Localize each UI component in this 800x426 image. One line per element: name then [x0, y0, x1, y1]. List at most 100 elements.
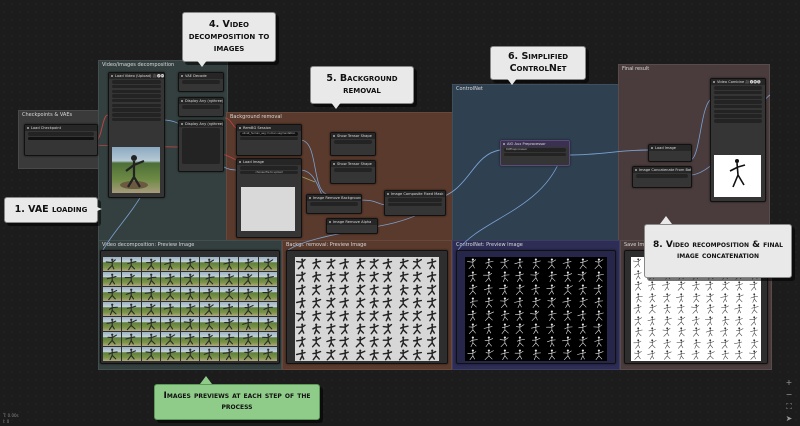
zoom-in-button[interactable]: + — [785, 378, 793, 387]
widget-row[interactable] — [112, 84, 161, 89]
node-video-combine[interactable]: Video Combine 🎥🅥🅗🅢 — [710, 78, 766, 202]
preview-tile — [631, 303, 645, 315]
node-preview-controlnet[interactable] — [456, 250, 616, 364]
preview-tile — [591, 335, 607, 348]
widget-row[interactable] — [714, 90, 762, 95]
widget-row[interactable] — [636, 174, 688, 178]
preview-grid-silhouettes — [295, 257, 439, 361]
preview-tile — [324, 322, 338, 335]
preview-tile — [497, 335, 513, 348]
widget-row[interactable] — [182, 80, 220, 84]
preview-tile — [689, 315, 703, 327]
preview-tile — [258, 272, 277, 286]
preview-tile — [161, 272, 180, 286]
zoom-out-button[interactable]: − — [785, 390, 793, 399]
widget-row[interactable] — [504, 152, 566, 157]
preview-tile — [122, 332, 141, 346]
preview-tile — [481, 296, 497, 309]
node-show-tensor-shape-1[interactable]: Show Tensor Shape — [330, 132, 376, 156]
node-display-any-1[interactable]: Display Any (rgthree) — [178, 97, 224, 117]
widget-row[interactable] — [112, 98, 161, 103]
preview-tile — [396, 296, 410, 309]
widget-row[interactable] — [714, 104, 762, 109]
group-title: Video/images decomposition — [102, 62, 175, 68]
node-preview-background[interactable] — [286, 250, 448, 364]
widget-row[interactable] — [112, 89, 161, 94]
preview-tile — [465, 283, 481, 296]
preview-tile — [200, 347, 219, 361]
callout-image-previews: Images previews at each step of the proc… — [154, 384, 320, 420]
node-load-checkpoint[interactable]: Load Checkpoint — [24, 124, 98, 156]
preview-tile — [747, 303, 761, 315]
node-image-remove-background[interactable]: Image Remove Background — [306, 194, 362, 214]
widget-row[interactable] — [240, 166, 298, 170]
widget-row[interactable] — [112, 108, 161, 112]
node-show-tensor-shape-2[interactable]: Show Tensor Shape — [330, 160, 376, 184]
fit-view-button[interactable]: ⛶ — [786, 402, 792, 411]
preview-tile — [338, 322, 352, 335]
widget-row[interactable]: DWPreprocessor — [504, 148, 566, 152]
node-vae-decode[interactable]: VAE Decode — [178, 72, 224, 92]
preview-tile — [353, 309, 367, 322]
node-aio-aux-preprocessor[interactable]: AIO Aux Preprocessor DWPreprocessor — [500, 140, 570, 166]
widget-row[interactable]: u2net_human_seg: human segmentation — [240, 132, 298, 136]
preview-tile — [122, 302, 141, 316]
node-rembg-session[interactable]: RemBG Session u2net_human_seg: human seg… — [236, 124, 302, 156]
preview-tile — [481, 257, 497, 270]
widget-row[interactable] — [388, 198, 442, 202]
widget-row[interactable] — [714, 119, 762, 123]
widget-row[interactable] — [112, 94, 161, 98]
preview-tile — [465, 322, 481, 335]
node-load-image[interactable]: Load Image choose file to upload — [236, 158, 302, 238]
node-load-video[interactable]: Load Video (Upload) 🎥🅥🅗🅢 — [108, 72, 165, 198]
preview-tile — [703, 315, 717, 327]
preview-tile — [425, 283, 439, 296]
preview-tile — [631, 349, 645, 361]
preview-tile — [381, 296, 395, 309]
preview-tile — [200, 272, 219, 286]
preview-tile — [367, 283, 381, 296]
arrow-icon[interactable]: ➤ — [785, 414, 793, 423]
node-display-any-2[interactable]: Display Any (rgthree) — [178, 120, 224, 172]
preview-tile — [512, 309, 528, 322]
group-title: ControlNet — [456, 86, 483, 92]
preview-tile — [353, 322, 367, 335]
preview-tile — [367, 335, 381, 348]
widget-row[interactable] — [714, 114, 762, 118]
preview-tile — [324, 348, 338, 361]
preview-tile — [353, 335, 367, 348]
widget-row[interactable] — [714, 95, 762, 100]
widget-row[interactable] — [112, 113, 161, 117]
preview-tile — [703, 338, 717, 350]
preview-tile — [338, 296, 352, 309]
node-load-image-final[interactable]: Load Image — [648, 144, 692, 162]
node-image-concatenate[interactable]: Image Concatenate From Batch — [632, 166, 692, 188]
preview-tile — [689, 338, 703, 350]
widget-row[interactable] — [714, 100, 762, 104]
node-image-composite[interactable]: Image Composite Fixed Mask Batch — [384, 190, 446, 216]
preview-tile — [660, 315, 674, 327]
widget-row[interactable] — [714, 109, 762, 114]
preview-tile — [465, 335, 481, 348]
widget-row[interactable] — [112, 80, 161, 84]
preview-tile — [497, 348, 513, 361]
node-image-remove-alpha[interactable]: Image Remove Alpha — [326, 218, 378, 234]
widget-row[interactable] — [112, 103, 161, 108]
preview-tile — [645, 349, 659, 361]
preview-tile — [544, 309, 560, 322]
preview-tile — [689, 280, 703, 292]
widget-row[interactable] — [714, 86, 762, 90]
widget-row[interactable] — [310, 202, 358, 206]
widget-row[interactable] — [112, 117, 161, 122]
choose-file-button[interactable]: choose file to upload — [240, 170, 298, 175]
preview-tile — [631, 280, 645, 292]
preview-tile — [575, 283, 591, 296]
widget-row[interactable] — [28, 136, 94, 141]
widget-row[interactable] — [28, 132, 94, 136]
preview-tile — [591, 283, 607, 296]
widget-row[interactable] — [388, 202, 442, 207]
widget-row[interactable] — [240, 136, 298, 141]
preview-tile — [200, 257, 219, 271]
node-preview-decomposition[interactable] — [100, 250, 280, 364]
